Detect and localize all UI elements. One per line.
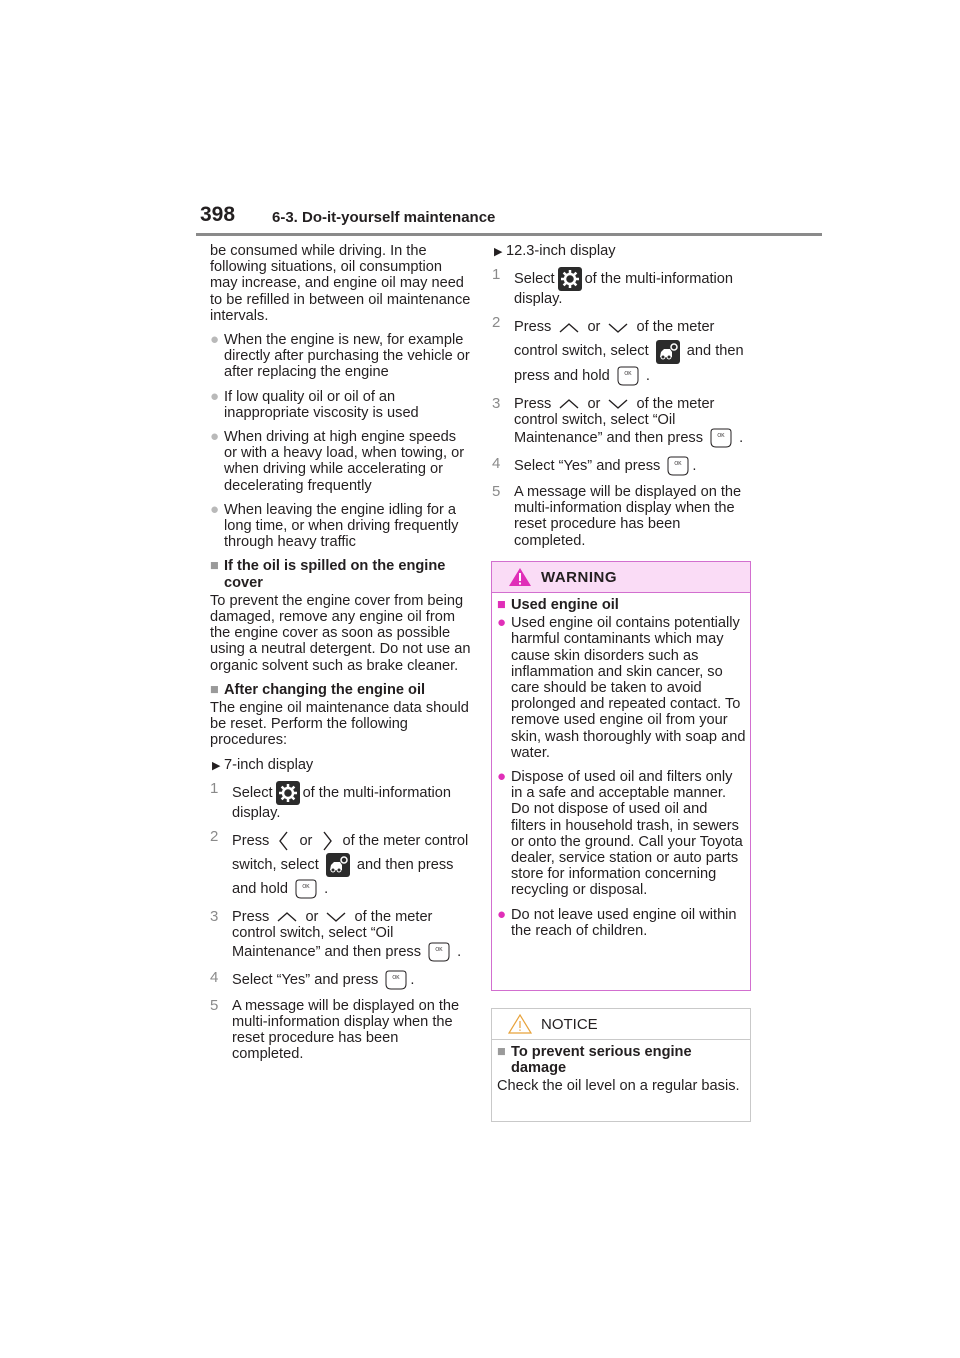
step-4: 4 Select “Yes” and press OK. xyxy=(492,455,750,476)
chevron-right-icon xyxy=(319,830,335,852)
warning-body: ■Used engine oil ●Used engine oil contai… xyxy=(492,593,750,939)
svg-text:OK: OK xyxy=(624,371,632,377)
notice-text: Check the oil level on a regular basis. xyxy=(497,1078,740,1095)
ok-button-icon: OK xyxy=(428,942,450,962)
chevron-down-icon xyxy=(607,321,629,335)
ok-button-icon: OK xyxy=(617,366,639,386)
notice-body: ■To prevent serious engine damage Check … xyxy=(492,1040,750,1095)
square-icon: ■ xyxy=(210,558,219,575)
warning-box: WARNING ■Used engine oil ●Used engine oi… xyxy=(491,561,751,991)
list-item: ●If low quality oil or oil of an inappro… xyxy=(210,387,419,421)
list-item: ●Do not leave used engine oil within the… xyxy=(497,905,737,939)
section-title: 6-3. Do-it-yourself maintenance xyxy=(272,209,496,226)
bullet-icon: ● xyxy=(210,500,220,518)
spilled-paragraph: To prevent the engine cover from being d… xyxy=(210,592,471,674)
step-3: 3 Press or of the meter control switch, … xyxy=(210,909,472,962)
list-item: ●Dispose of used oil and filters only in… xyxy=(497,768,743,899)
svg-text:OK: OK xyxy=(675,461,683,467)
page-header: 398 6-3. Do-it-yourself maintenance xyxy=(0,0,960,240)
square-icon: ■ xyxy=(497,1044,506,1060)
chevron-down-icon xyxy=(607,397,629,411)
chevron-up-icon xyxy=(558,321,580,335)
bullet-icon: ● xyxy=(210,331,220,349)
intro-paragraph: be consumed while driving. In the follow… xyxy=(210,243,471,324)
notice-heading: ■To prevent serious engine damage xyxy=(497,1044,692,1077)
settings-gear-icon xyxy=(557,267,582,292)
svg-text:OK: OK xyxy=(435,947,443,953)
chevron-up-icon xyxy=(558,397,580,411)
vehicle-settings-icon xyxy=(325,853,350,878)
notice-title: NOTICE xyxy=(541,1016,598,1033)
notice-box: NOTICE ■To prevent serious engine damage… xyxy=(491,1008,751,1122)
svg-text:OK: OK xyxy=(302,884,310,890)
bullet-icon: ● xyxy=(210,387,220,405)
list-item: ●When the engine is new, for example dir… xyxy=(210,331,470,381)
warning-triangle-icon xyxy=(508,567,532,592)
ok-button-icon: OK xyxy=(295,879,317,899)
vehicle-settings-icon xyxy=(655,339,680,364)
after-change-paragraph: The engine oil maintenance data should b… xyxy=(210,700,469,749)
triangle-icon: ▶ xyxy=(212,759,221,772)
spilled-heading: ■If the oil is spilled on the engine cov… xyxy=(210,558,446,591)
triangle-icon: ▶ xyxy=(494,246,503,258)
svg-text:OK: OK xyxy=(717,433,725,439)
bullet-icon: ● xyxy=(210,428,220,446)
step-5: 5 A message will be displayed on the mul… xyxy=(210,996,460,1063)
settings-gear-icon xyxy=(275,780,300,805)
bullet-icon: ● xyxy=(497,614,507,632)
bullet-icon: ● xyxy=(497,905,507,923)
ok-button-icon: OK xyxy=(667,456,689,476)
bullet-icon: ● xyxy=(497,768,507,786)
list-item: ●Used engine oil contains potentially ha… xyxy=(497,614,746,761)
square-icon: ■ xyxy=(210,681,219,698)
step-2: 2 Press or of the meter control switch, … xyxy=(210,828,472,901)
chevron-up-icon xyxy=(276,910,298,924)
notice-triangle-icon xyxy=(507,1013,533,1040)
warning-heading: ■Used engine oil xyxy=(497,597,619,613)
chevron-left-icon xyxy=(276,830,292,852)
ok-button-icon: OK xyxy=(710,428,732,448)
warning-title: WARNING xyxy=(541,569,617,586)
warning-header: WARNING xyxy=(492,562,750,593)
left-column: be consumed while driving. In the follow… xyxy=(210,243,472,1070)
list-item: ●When leaving the engine idling for a lo… xyxy=(210,500,459,551)
step-3: 3 Press or of the meter control switch, … xyxy=(492,395,750,448)
page-number: 398 xyxy=(200,203,236,226)
notice-header: NOTICE xyxy=(492,1009,750,1040)
ok-button-icon: OK xyxy=(385,970,407,990)
display-12-label: ▶12.3-inch display xyxy=(494,243,616,259)
svg-text:OK: OK xyxy=(393,975,401,981)
header-divider xyxy=(196,233,822,236)
step-4: 4 Select “Yes” and press OK. xyxy=(210,969,472,990)
display-7-label: ▶7-inch display xyxy=(212,756,314,773)
square-icon: ■ xyxy=(497,597,506,613)
step-2: 2 Press or of the meter control switch, … xyxy=(492,315,750,387)
step-5: 5 A message will be displayed on the mul… xyxy=(492,482,742,549)
list-item: ●When driving at high engine speeds or w… xyxy=(210,428,465,494)
after-change-heading: ■After changing the engine oil xyxy=(210,681,426,698)
chevron-down-icon xyxy=(325,910,347,924)
